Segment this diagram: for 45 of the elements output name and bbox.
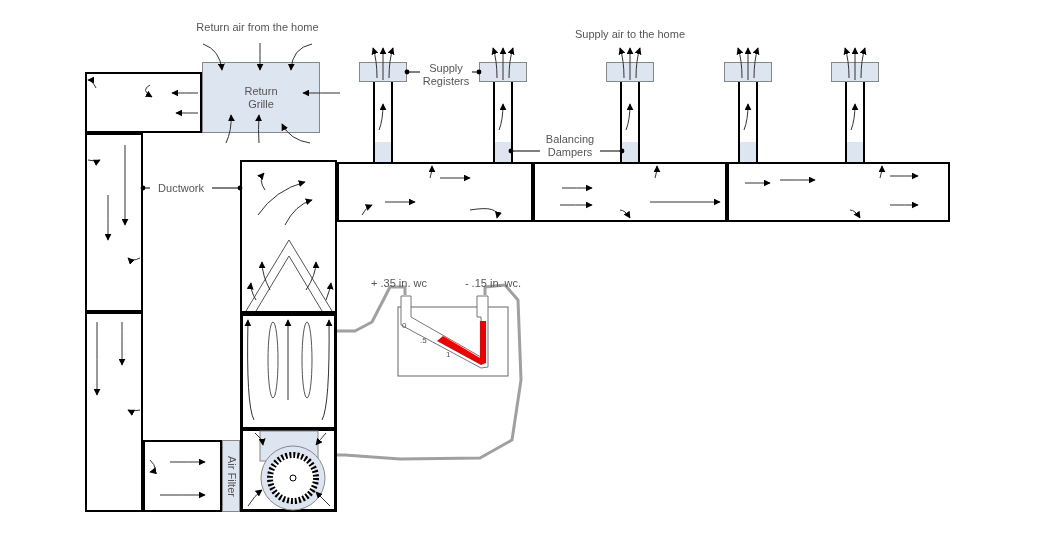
duct-section (337, 162, 533, 222)
balancing-damper (847, 142, 863, 162)
duct-section (85, 133, 143, 312)
balancing-damper (622, 142, 638, 162)
duct-section (85, 72, 202, 133)
pressure-reading: - .15 in. wc. (463, 276, 523, 290)
scale-mark: .5 (420, 336, 427, 345)
callout-label: Ductwork (158, 181, 204, 195)
leader-line (404, 69, 421, 75)
supply-register (606, 62, 654, 82)
duct-section (143, 440, 222, 512)
filter-label: Air Filter (224, 455, 238, 497)
grille-label: Return Grille (243, 84, 279, 111)
duct-section (240, 160, 337, 313)
supply-register (359, 62, 407, 82)
balancing-damper (740, 142, 756, 162)
leader-line (599, 148, 625, 154)
scale-mark: 0 (402, 321, 407, 330)
riser-duct (845, 82, 865, 162)
riser-duct (620, 82, 640, 162)
duct-section (533, 162, 727, 222)
pressure-tube (337, 283, 523, 461)
supply-register (831, 62, 879, 82)
balancing-damper (375, 142, 391, 162)
supply-register (724, 62, 772, 82)
balancing-damper (495, 142, 511, 162)
duct-section (85, 312, 143, 512)
callout-label: Balancing Dampers (544, 133, 596, 159)
leader-line (211, 185, 243, 191)
flow-caption: Supply air to the home (573, 27, 687, 41)
leader-line (508, 148, 541, 154)
leader-line (471, 69, 482, 75)
manometer (397, 295, 509, 377)
flow-caption: Return air from the home (195, 20, 320, 34)
supply-register (479, 62, 527, 82)
pressure-tube (337, 285, 407, 333)
riser-duct (738, 82, 758, 162)
duct-section (727, 162, 950, 222)
scale-mark: 1 (446, 350, 451, 359)
pressure-reading: + .35 in. wc (370, 276, 428, 290)
blower-compartment (240, 428, 337, 512)
riser-duct (373, 82, 393, 162)
leader-line (140, 185, 151, 191)
callout-label: Supply Registers (421, 62, 471, 88)
riser-duct (493, 82, 513, 162)
